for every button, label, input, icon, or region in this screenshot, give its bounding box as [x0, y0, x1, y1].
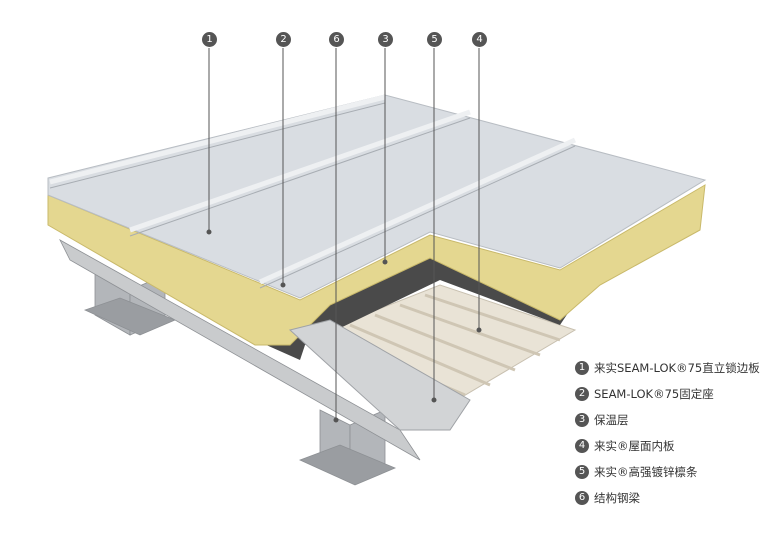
- legend-label: 来实®屋面内板: [594, 439, 675, 453]
- legend-number: 4: [575, 439, 589, 453]
- standing-seams: [49, 94, 577, 285]
- legend-number: 2: [575, 387, 589, 401]
- roof-panels: [47, 94, 707, 299]
- callout-6: 6: [329, 32, 344, 47]
- legend-item: 5 来实®高强镀锌檩条: [575, 459, 760, 485]
- legend-number: 3: [575, 413, 589, 427]
- legend-item: 1 来实SEAM-LOK®75直立锁边板: [575, 355, 760, 381]
- legend-label: 结构钢梁: [594, 491, 640, 505]
- legend-label: SEAM-LOK®75固定座: [594, 387, 714, 401]
- legend-number: 5: [575, 465, 589, 479]
- legend: 1 来实SEAM-LOK®75直立锁边板 2 SEAM-LOK®75固定座 3 保温层…: [575, 355, 760, 511]
- callout-1: 1: [202, 32, 217, 47]
- steel-beams: [59, 239, 421, 486]
- legend-item: 2 SEAM-LOK®75固定座: [575, 381, 760, 407]
- legend-item: 4 来实®屋面内板: [575, 433, 760, 459]
- inner-liner-panel: [298, 284, 577, 411]
- legend-item: 6 结构钢梁: [575, 485, 760, 511]
- legend-label: 来实®高强镀锌檩条: [594, 465, 698, 479]
- insulation-layer: [47, 184, 706, 346]
- callout-5: 5: [427, 32, 442, 47]
- callout-4: 4: [472, 32, 487, 47]
- callout-2: 2: [276, 32, 291, 47]
- legend-item: 3 保温层: [575, 407, 760, 433]
- legend-number: 1: [575, 361, 589, 375]
- legend-label: 保温层: [594, 413, 629, 427]
- legend-number: 6: [575, 491, 589, 505]
- purlin: [288, 319, 471, 431]
- leader-lines: [206, 48, 482, 423]
- callout-3: 3: [378, 32, 393, 47]
- legend-label: 来实SEAM-LOK®75直立锁边板: [594, 361, 760, 375]
